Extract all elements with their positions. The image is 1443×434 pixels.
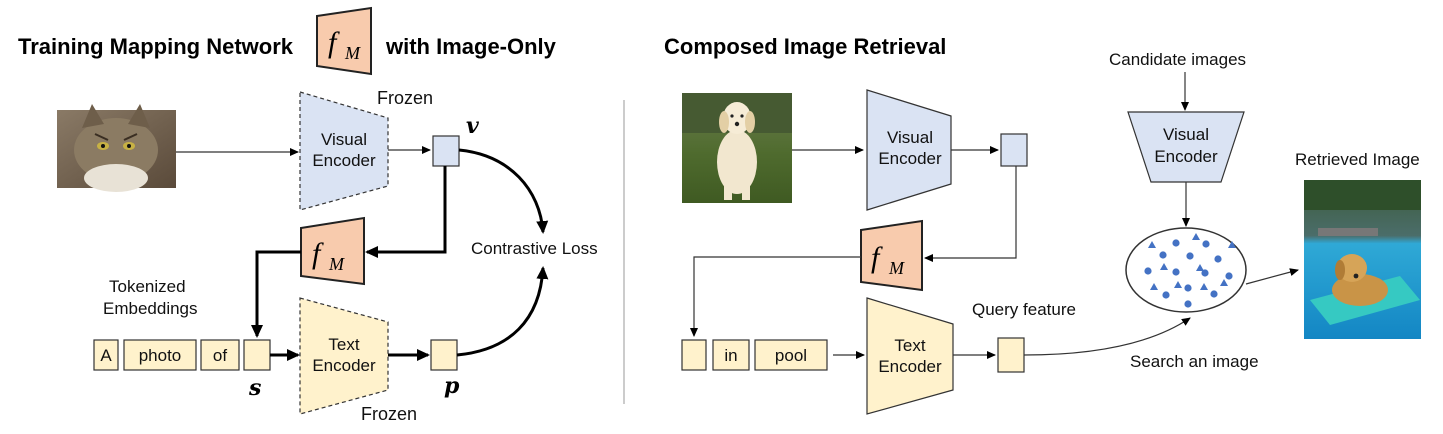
mapping-left-sub: M bbox=[328, 254, 345, 274]
feature-triangle bbox=[1150, 283, 1158, 290]
candidate-visual-encoder: Visual Encoder bbox=[1127, 111, 1245, 183]
mapping-network-left: f M bbox=[300, 216, 365, 286]
text-encoder-right: Text Encoder bbox=[866, 297, 954, 415]
left-title-part2: with Image-Only bbox=[385, 34, 557, 59]
feature-dot bbox=[1159, 251, 1167, 259]
token-s-box bbox=[243, 339, 271, 371]
token-of: of bbox=[213, 346, 227, 365]
arrow-feature-to-mapping bbox=[924, 166, 1017, 262]
frozen-label-top: Frozen bbox=[377, 88, 433, 108]
feature-triangle bbox=[1160, 263, 1168, 270]
token-pool: pool bbox=[775, 346, 807, 365]
candidate-encoder-label-1: Visual bbox=[1163, 125, 1209, 144]
cat-photo bbox=[57, 104, 176, 192]
mapping-network-right: f M bbox=[860, 219, 923, 292]
candidate-encoder-label-2: Encoder bbox=[1154, 147, 1218, 166]
feature-v-box bbox=[432, 135, 460, 167]
visual-encoder-label-2: Encoder bbox=[312, 151, 376, 170]
mapping-right-sub: M bbox=[888, 258, 905, 278]
feature-dot bbox=[1162, 291, 1170, 299]
text-encoder-label-1: Text bbox=[328, 335, 359, 354]
arrow-v-to-mapping bbox=[365, 166, 447, 258]
feature-dot bbox=[1172, 239, 1180, 247]
candidate-images-label: Candidate images bbox=[1109, 50, 1246, 69]
query-feature-box bbox=[997, 337, 1025, 373]
text-encoder-right-label-1: Text bbox=[894, 336, 925, 355]
arrow-v-to-loss bbox=[458, 148, 549, 234]
feature-dot bbox=[1184, 284, 1192, 292]
query-feature-label: Query feature bbox=[972, 300, 1076, 319]
left-title-part1: Training Mapping Network bbox=[18, 34, 294, 59]
arrow-space-to-retrieved bbox=[1245, 268, 1299, 285]
arrow-mapping-to-token bbox=[690, 256, 861, 337]
feature-dot bbox=[1184, 300, 1192, 308]
token-box bbox=[754, 339, 828, 371]
tokenized-label-2: Embeddings bbox=[103, 299, 198, 318]
feature-dot bbox=[1225, 272, 1233, 280]
visual-encoder-right-label-1: Visual bbox=[887, 128, 933, 147]
dog-photo bbox=[682, 93, 792, 203]
feature-dot bbox=[1202, 240, 1210, 248]
token-in: in bbox=[724, 346, 737, 365]
token-box bbox=[200, 339, 240, 371]
feature-triangle bbox=[1228, 241, 1236, 248]
title-mapping-network-icon: f M bbox=[316, 6, 372, 76]
arrow-query-to-search bbox=[1023, 317, 1191, 356]
tokenized-label-1: Tokenized bbox=[109, 277, 186, 296]
feature-dot bbox=[1214, 255, 1222, 263]
feature-triangle bbox=[1200, 283, 1208, 290]
var-v: v bbox=[466, 113, 479, 139]
image-feature-box bbox=[1000, 133, 1028, 167]
feature-triangle bbox=[1196, 264, 1204, 271]
title-fm-subscript: M bbox=[344, 43, 361, 63]
var-s: s bbox=[248, 375, 261, 401]
arrow-p-to-loss bbox=[456, 266, 549, 357]
visual-encoder-label-1: Visual bbox=[321, 130, 367, 149]
retrieved-dog-pool-photo bbox=[1304, 180, 1421, 339]
token-box bbox=[93, 339, 119, 371]
visual-encoder-right: Visual Encoder bbox=[866, 89, 952, 211]
feature-p-box bbox=[430, 339, 458, 371]
feature-dot bbox=[1201, 269, 1209, 277]
token-box bbox=[712, 339, 750, 371]
text-encoder-label-2: Encoder bbox=[312, 356, 376, 375]
token-pseudo-box bbox=[681, 339, 707, 371]
frozen-label-bottom: Frozen bbox=[361, 404, 417, 424]
feature-dot bbox=[1210, 290, 1218, 298]
arrow-mapping-to-s bbox=[251, 250, 301, 338]
var-p: p bbox=[444, 373, 460, 399]
text-encoder-right-label-2: Encoder bbox=[878, 357, 942, 376]
token-photo: photo bbox=[139, 346, 182, 365]
feature-dot bbox=[1186, 252, 1194, 260]
search-image-label: Search an image bbox=[1130, 352, 1259, 371]
text-encoder-frozen: Text Encoder bbox=[299, 297, 389, 415]
feature-dot bbox=[1144, 267, 1152, 275]
feature-dot bbox=[1172, 268, 1180, 276]
visual-encoder-right-label-2: Encoder bbox=[878, 149, 942, 168]
token-box bbox=[123, 339, 197, 371]
feature-triangle bbox=[1192, 233, 1200, 240]
retrieved-image-label: Retrieved Image bbox=[1295, 150, 1420, 169]
feature-triangle bbox=[1148, 241, 1156, 248]
feature-triangle bbox=[1174, 281, 1182, 288]
feature-triangle bbox=[1220, 279, 1228, 286]
token-sequence-right: in pool bbox=[681, 339, 828, 371]
embedding-space bbox=[1125, 227, 1247, 313]
right-title: Composed Image Retrieval bbox=[664, 34, 946, 59]
visual-encoder-frozen: Visual Encoder bbox=[299, 91, 389, 211]
contrastive-loss-label: Contrastive Loss bbox=[471, 239, 598, 258]
token-a: A bbox=[100, 346, 112, 365]
token-sequence-left: A photo of bbox=[93, 339, 271, 371]
